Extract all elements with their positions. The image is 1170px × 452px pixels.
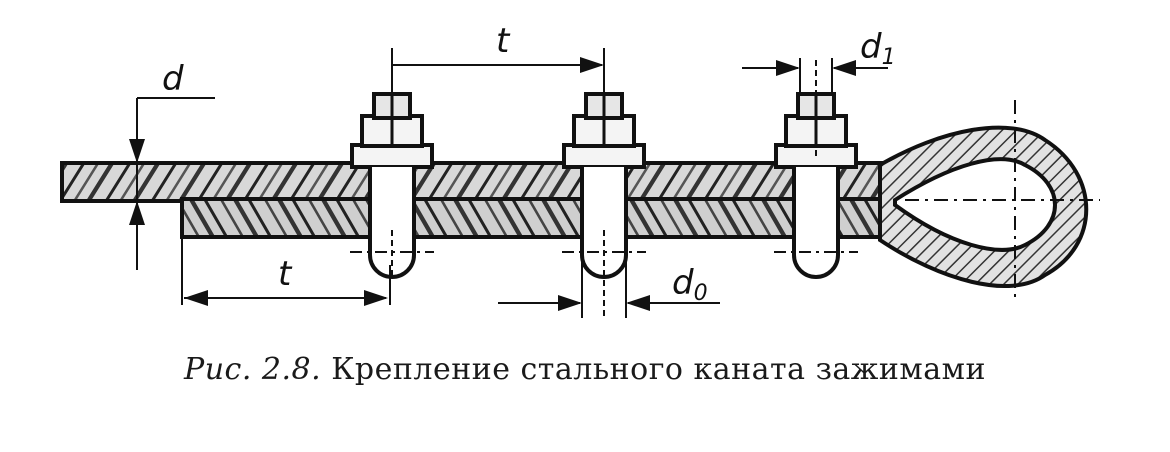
dimension-t-bottom: t <box>181 238 391 306</box>
label-d1: d1 <box>860 27 896 70</box>
dimension-d1: d1 <box>742 27 896 96</box>
clamp-1 <box>350 92 434 279</box>
dimension-t-top: t <box>391 21 605 92</box>
clamp-3 <box>774 60 858 279</box>
label-t-top: t <box>496 21 511 61</box>
label-t-bottom: t <box>278 254 293 294</box>
figure-caption: Рис. 2.8. Крепление стального каната заж… <box>0 352 1170 387</box>
caption-text: Крепление стального каната зажимами <box>331 352 986 387</box>
clamp-2 <box>562 92 646 318</box>
dimension-d0: d0 <box>498 262 720 318</box>
label-d: d <box>162 59 184 99</box>
label-d0-subscript: 0 <box>694 281 708 306</box>
label-d0: d0 <box>672 263 708 306</box>
dimension-d: d <box>129 59 215 270</box>
thimble-eye <box>878 100 1100 300</box>
caption-number: Рис. 2.8. <box>184 352 322 387</box>
returned-rope <box>180 197 904 239</box>
label-d1-subscript: 1 <box>882 45 896 70</box>
